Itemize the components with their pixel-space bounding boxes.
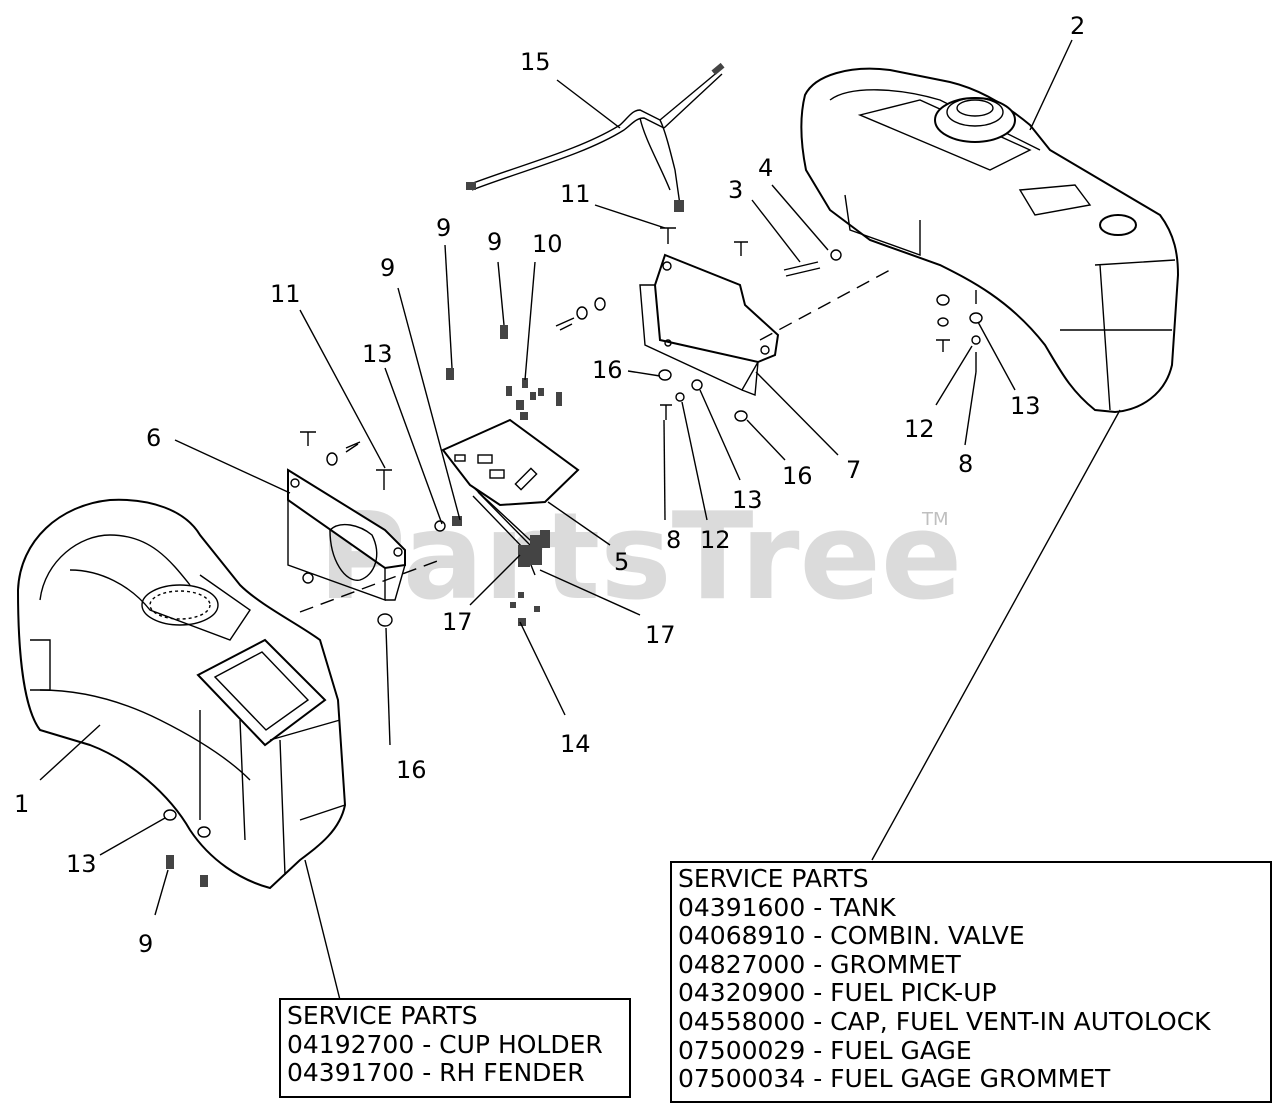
callout-8-right: 8 — [958, 450, 973, 478]
service-part-item: 07500034 - FUEL GAGE GROMMET — [678, 1064, 1111, 1094]
watermark-trademark: TM — [921, 509, 949, 530]
callout-12-right: 12 — [904, 415, 935, 443]
callout-16-center: 16 — [592, 356, 623, 384]
service-part-item: 04827000 - GROMMET — [678, 949, 961, 979]
callout-12-left: 12 — [700, 526, 731, 554]
callout-14: 14 — [560, 730, 591, 758]
watermark: PartsTree — [318, 488, 962, 627]
callout-5: 5 — [614, 548, 629, 576]
callout-7: 7 — [846, 456, 861, 484]
callout-1: 1 — [14, 790, 29, 818]
callout-11-left: 11 — [270, 280, 301, 308]
hardware-fasteners — [163, 227, 983, 887]
leader-lines — [39, 39, 1121, 1001]
service-part-item: 04068910 - COMBIN. VALVE — [678, 921, 1025, 951]
callout-3: 3 — [728, 176, 743, 204]
service-parts-box-right: SERVICE PARTS 04391600 - TANK 04068910 -… — [670, 861, 1272, 1103]
service-part-item: 04391700 - RH FENDER — [287, 1058, 585, 1088]
callout-9-fender: 9 — [138, 930, 153, 958]
service-parts-box-left: SERVICE PARTS 04192700 - CUP HOLDER 0439… — [279, 998, 631, 1098]
service-part-item: 04320900 - FUEL PICK-UP — [678, 978, 997, 1008]
service-part-item: 07500029 - FUEL GAGE — [678, 1035, 972, 1065]
callout-6: 6 — [146, 424, 161, 452]
service-part-item: 04391600 - TANK — [678, 892, 896, 922]
callout-8-left: 8 — [666, 526, 681, 554]
callout-13-fender: 13 — [66, 850, 97, 878]
callout-11-top: 11 — [560, 180, 591, 208]
callout-15: 15 — [520, 48, 551, 76]
callout-16-right: 16 — [782, 462, 813, 490]
callout-9-center-left: 9 — [436, 214, 451, 242]
service-parts-heading: SERVICE PARTS — [678, 864, 869, 893]
service-part-item: 04192700 - CUP HOLDER — [287, 1029, 603, 1059]
callout-13-center: 13 — [732, 486, 763, 514]
callout-9-bracket: 9 — [380, 254, 395, 282]
valve-assembly-part — [472, 491, 550, 576]
rh-fender-part — [16, 498, 347, 890]
callout-17-right: 17 — [645, 621, 676, 649]
callout-17-left: 17 — [442, 608, 473, 636]
callout-9-center: 9 — [487, 228, 502, 256]
callout-2: 2 — [1070, 12, 1085, 40]
callout-13-left: 13 — [362, 340, 393, 368]
fuel-tank-part — [800, 67, 1180, 414]
callout-labels: 1 2 3 4 5 6 7 8 8 9 9 9 9 10 11 11 12 12… — [14, 12, 1085, 958]
callout-4: 4 — [758, 154, 773, 182]
callout-13-right: 13 — [1010, 392, 1041, 420]
assembly-dashed-lines — [299, 269, 977, 613]
service-parts-heading: SERVICE PARTS — [287, 1001, 478, 1030]
fuel-line-part — [466, 62, 725, 212]
callout-16-left: 16 — [396, 756, 427, 784]
service-part-item: 04558000 - CAP, FUEL VENT-IN AUTOLOCK — [678, 1006, 1211, 1036]
callout-10: 10 — [532, 230, 563, 258]
tank-bracket-part — [639, 253, 780, 396]
cup-holder-bracket-part — [287, 468, 406, 601]
